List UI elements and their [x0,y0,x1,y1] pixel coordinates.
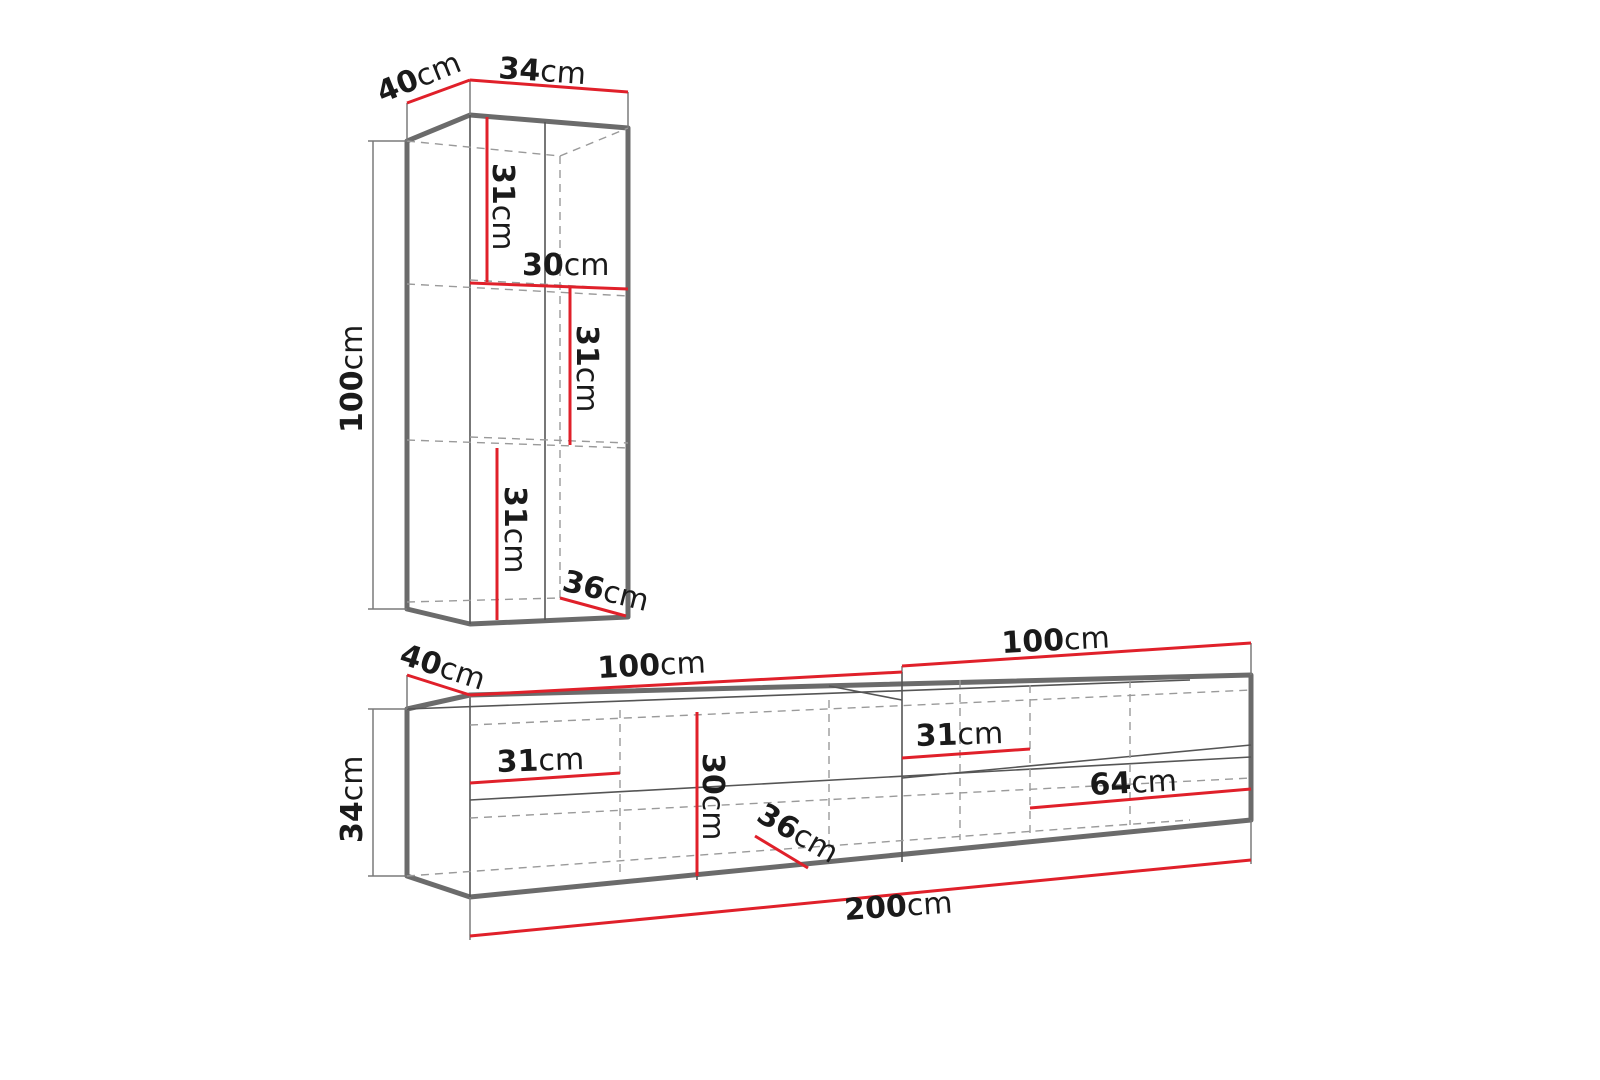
low-cabinet-back-top [469,689,1252,726]
low-left-shelf-label: 31cm [496,742,585,780]
low-inner-depth-label: 36cm [751,797,844,871]
tall-inner-depth-line [559,596,627,618]
low-total-width-line [469,858,1252,938]
tall-shelf-width-label: 30cm [522,248,609,283]
low-cabinet-shelf-front [469,756,1252,801]
tall-cabinet-shelf-2-back [406,439,629,449]
low-right-width-line [901,641,1252,668]
low-left-width-line [469,670,903,697]
low-height-label: 34cm [335,756,370,843]
low-depth-label: 40cm [396,637,490,697]
low-right-compartment-label: 64cm [1089,763,1178,803]
low-left-width-label: 100cm [597,645,707,686]
low-right-compartment-line [1029,787,1252,810]
tall-width-label: 34cm [497,51,587,92]
tall-cabinet-back-top [406,140,561,157]
tall-height-label: 100cm [335,325,370,433]
tall-cabinet-shelf-2-front [469,436,629,444]
low-depth-dimension-line [406,673,471,697]
tall-shelf-top-height-label: 31cm [485,163,520,250]
low-cabinet-top-front [406,679,1191,710]
low-left-shelf-line [469,771,621,785]
tall-cabinet-shelf-1-back [406,283,629,297]
low-right-shelf-label: 31cm [915,716,1004,754]
low-right-shelf-line [901,747,1031,760]
low-compartment-height-label: 30cm [695,753,730,840]
low-inner-depth-line [754,834,809,870]
tall-cabinet-bottom-back [406,597,561,603]
low-cabinet-right-shelf [901,744,1252,779]
tall-shelf-bottom-height-label: 31cm [497,486,532,573]
tall-cabinet-back-diagonal [559,127,629,157]
low-cabinet-back-bottom [406,819,1191,877]
tall-shelf-mid-height-label: 31cm [569,325,604,412]
tall-depth-dimension-line [406,78,471,105]
low-right-width-label: 100cm [1001,620,1111,661]
tall-width-dimension-line [469,78,629,94]
tall-shelf-width-line [469,281,629,291]
tall-depth-label: 40cm [372,45,466,110]
low-total-width-label: 200cm [843,886,954,928]
low-cabinet-center-divider-top [828,685,903,701]
low-cabinet-back-shelf [469,777,1252,819]
